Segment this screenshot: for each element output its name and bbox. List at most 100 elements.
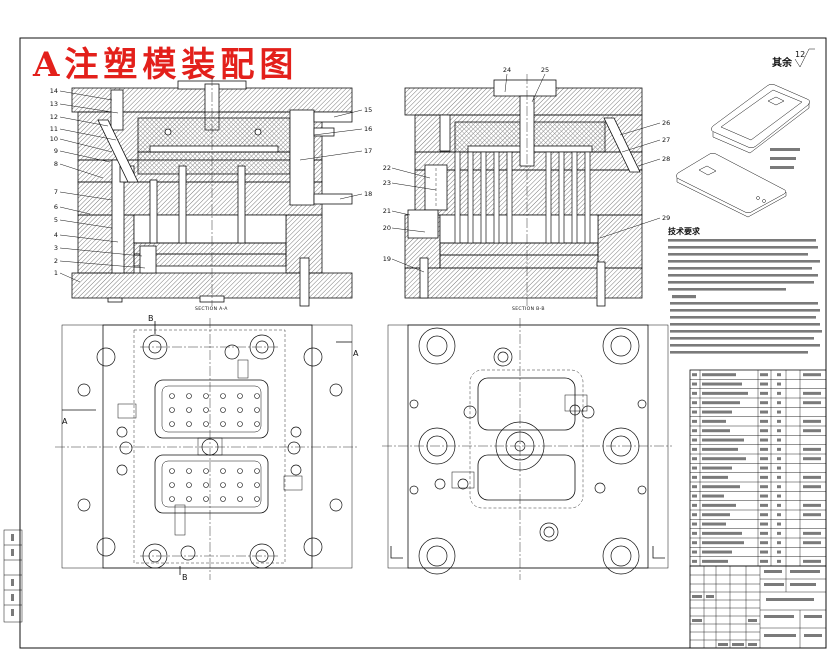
parts-table-cell-text: [702, 522, 726, 526]
ejector-plate: [133, 253, 287, 267]
parts-table-cell-text: [777, 391, 781, 395]
ejector-pin-hole-icon: [237, 468, 243, 474]
parts-table-cell-text: [777, 438, 781, 442]
leader-line: [59, 219, 113, 229]
guide-hole-icon: [543, 526, 555, 538]
parts-table-cell-text: [692, 541, 697, 545]
parts-table-cell-text: [760, 401, 768, 405]
parts-table-cell-text: [777, 466, 781, 470]
guide-hole-icon: [514, 440, 526, 452]
bolt-hole-icon: [329, 498, 343, 512]
parts-table-cell-text: [702, 438, 744, 442]
guide-hole-icon: [594, 482, 606, 494]
ejector-pin-hole-icon: [254, 496, 260, 502]
water-fitting-bottom: [313, 193, 353, 205]
camera-hole: [767, 96, 785, 106]
leader-line: [59, 150, 111, 163]
parts-table-cell-text: [803, 419, 821, 423]
text-line: [668, 267, 812, 270]
ejector-pin: [480, 151, 487, 244]
corner-mark: [652, 546, 665, 559]
guide-hole-icon: [493, 347, 513, 367]
callout-number: 12: [50, 113, 58, 121]
text-line: [770, 157, 796, 160]
parts-table-cell-text: [760, 429, 768, 433]
phone-case-back-outer: [676, 152, 786, 214]
bolt-hole-icon: [119, 441, 133, 455]
guide-hole-icon: [463, 405, 477, 419]
title-block: [689, 565, 827, 649]
parts-table-cell-text: [702, 475, 728, 479]
ejector-pin: [545, 151, 552, 244]
guide-hole-icon: [426, 335, 448, 357]
bolt-hole-icon: [290, 464, 302, 476]
parts-table-cell-text: [760, 382, 768, 386]
parts-table-cell-text: [777, 559, 781, 563]
cap-screw: [439, 114, 451, 152]
parts-table-cell-text: [692, 466, 697, 470]
guide-hole-icon: [610, 335, 632, 357]
bolt-hole-icon: [180, 545, 196, 561]
parts-table-cell-text: [760, 503, 768, 507]
parts-table-cell-text: [803, 485, 821, 489]
parts-table-cell-text: [692, 391, 697, 395]
parts-table-cell-text: [702, 550, 732, 554]
ejector-pin-hole-icon: [169, 407, 175, 413]
callout-number: 9: [54, 147, 58, 155]
text-line: [668, 246, 818, 249]
leader-line: [59, 206, 91, 215]
bolt-hole-icon: [148, 549, 162, 563]
callout-number: 19: [383, 255, 391, 263]
title-block-cell-text: [692, 619, 702, 622]
parts-table-cell-text: [803, 447, 821, 451]
text-line: [670, 323, 820, 326]
section-b-callouts: 24 25 26 27 28 29 22 23 21 20 19: [383, 66, 670, 273]
parts-table-cell-text: [760, 541, 768, 545]
sheet-frame: [19, 37, 827, 649]
leader-line: [59, 272, 81, 283]
leader-line: [59, 90, 113, 101]
left-edge-table: [3, 529, 23, 623]
ejector-pin: [493, 151, 500, 244]
surface-roughness-icon: [794, 48, 815, 68]
bolt-hole-icon: [116, 426, 128, 438]
slide-block: [451, 471, 475, 489]
callout-number: 17: [364, 147, 372, 155]
speaker-hole: [756, 196, 760, 200]
parts-table-cell-text: [803, 401, 821, 405]
section-b-b-view: [404, 74, 643, 307]
ejector-pin-hole-icon: [203, 407, 209, 413]
parts-table-cell-text: [702, 503, 736, 507]
title-block-cell-text: [748, 643, 757, 646]
parts-table-cell-text: [760, 438, 768, 442]
leader-line: [599, 217, 661, 239]
ejector-pin-hole-icon: [186, 468, 192, 474]
parts-table-cell-text: [760, 522, 768, 526]
callout-number: 22: [383, 164, 391, 172]
guide-hole-icon: [497, 351, 509, 363]
plan-left-features: [77, 334, 343, 569]
ejector-pin-hole-icon: [254, 393, 260, 399]
plan-view-fixed-half: [55, 318, 358, 580]
corner-mark: [390, 546, 403, 559]
ejector-pin-hole-icon: [169, 482, 175, 488]
stop-pin: [139, 245, 157, 274]
callout-number: 10: [50, 135, 58, 143]
title-block-cell-text: [764, 570, 782, 573]
bolt-hole-icon: [249, 334, 275, 360]
parts-table-cell-text: [692, 457, 697, 461]
support-pillar: [174, 504, 186, 536]
parts-table-cell-text: [702, 382, 742, 386]
bolt-hole-icon: [255, 340, 269, 354]
callout-number: 14: [50, 87, 58, 95]
left-edge-table-box: [3, 529, 23, 623]
ejector-pin: [237, 165, 246, 244]
leader-line: [59, 163, 104, 179]
phone-case-back-thickness: [676, 178, 787, 218]
guide-hole-icon: [409, 399, 419, 409]
parts-table-cell-text: [777, 475, 781, 479]
parts-table-cell-text: [803, 373, 821, 377]
bottom-clamp-plate: [404, 267, 643, 299]
parts-table-cell-text: [692, 485, 697, 489]
